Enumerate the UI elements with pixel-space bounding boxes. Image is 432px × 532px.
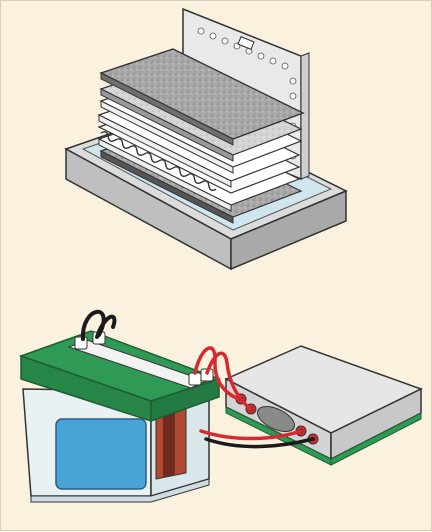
gel-blot-stack: [66, 9, 346, 269]
gel-cassette: [56, 419, 146, 489]
transfer-apparatus: [21, 312, 421, 502]
